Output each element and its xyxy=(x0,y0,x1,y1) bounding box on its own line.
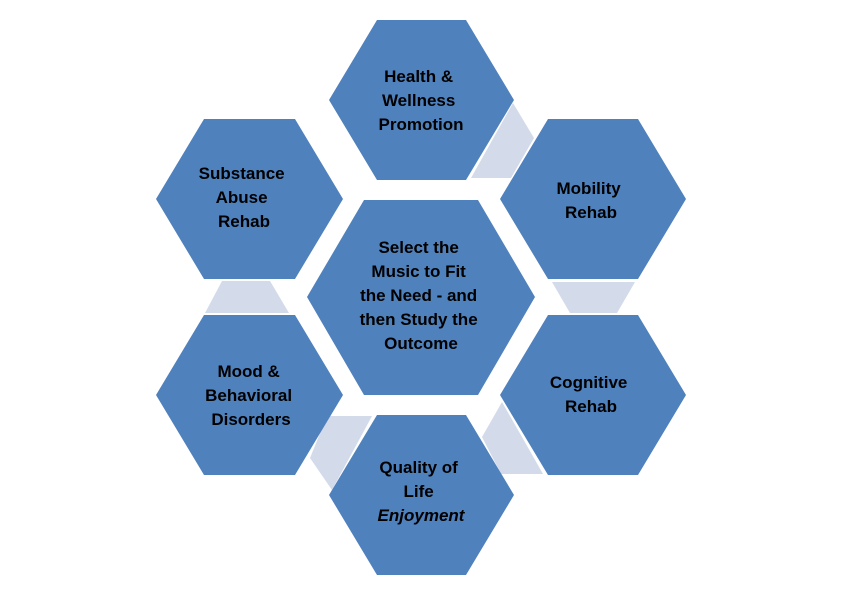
hexagon-center: Select the Music to Fit the Need - and t… xyxy=(307,200,535,395)
connector-mobility-cognitive xyxy=(552,282,635,313)
substance-label: Substance Abuse Rehab xyxy=(199,164,290,231)
hexagon-health-wellness: Health & Wellness Promotion xyxy=(329,20,514,180)
cognitive-label: Cognitive Rehab xyxy=(550,373,632,416)
connector-quality-mood xyxy=(310,416,372,490)
connector-mood-substance xyxy=(205,281,289,313)
quality-label: Quality of Life Enjoyment xyxy=(378,458,466,525)
mood-label: Mood & Behavioral Disorders xyxy=(205,362,297,429)
hexagon-cognitive-rehab: Cognitive Rehab xyxy=(500,315,686,475)
connector-cognitive-quality xyxy=(482,402,543,474)
hexagon-quality-of-life: Quality of Life Enjoyment xyxy=(329,415,514,575)
connector-health-mobility xyxy=(471,103,534,178)
hexagon-mobility-rehab: Mobility Rehab xyxy=(500,119,686,279)
center-label: Select the Music to Fit the Need - and t… xyxy=(360,238,483,353)
mobility-label: Mobility Rehab xyxy=(557,179,626,222)
health-label: Health & Wellness Promotion xyxy=(379,67,464,134)
hexagon-mood-behavioral: Mood & Behavioral Disorders xyxy=(156,315,343,475)
hexagon-substance-abuse: Substance Abuse Rehab xyxy=(156,119,343,279)
